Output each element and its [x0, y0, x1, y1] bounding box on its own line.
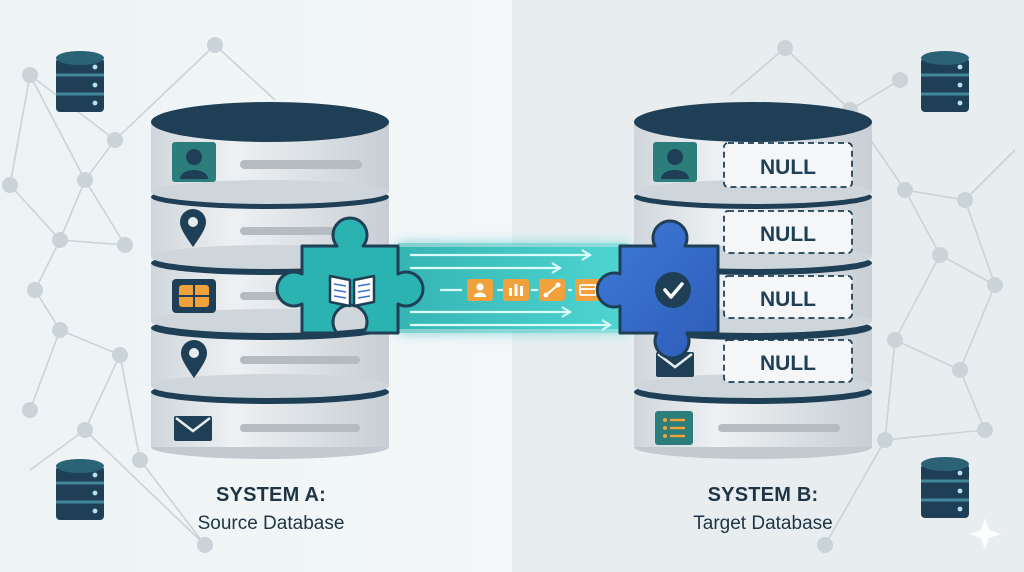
field-placeholder-bar [240, 424, 360, 432]
source-title: SYSTEM A: [216, 484, 326, 506]
list-icon [655, 411, 693, 445]
target-title: SYSTEM B: [707, 484, 819, 506]
transfer-bridge [398, 243, 628, 333]
database-icon [54, 49, 106, 114]
null-field [723, 339, 853, 383]
location-pin-icon [181, 340, 207, 378]
target-subtitle: Target Database [693, 513, 833, 534]
target-puzzle-piece [595, 219, 720, 360]
source-row-5 [151, 380, 389, 459]
source-subtitle: Source Database [197, 513, 345, 534]
checkmark-icon [655, 272, 691, 308]
null-value: NULL [760, 288, 816, 311]
null-field [723, 275, 853, 319]
null-field [723, 210, 853, 254]
field-placeholder-bar [718, 424, 840, 432]
database-icon [919, 49, 971, 114]
location-pin-icon [180, 209, 206, 247]
database-icon [54, 457, 106, 522]
null-field [723, 142, 853, 188]
bar-chart-icon [503, 279, 529, 301]
person-icon [467, 279, 493, 301]
person-icon [172, 142, 216, 182]
field-placeholder-bar [240, 356, 360, 364]
target-row-5 [634, 380, 872, 459]
database-icon [919, 455, 971, 520]
field-placeholder-bar [240, 160, 362, 169]
target-caption: SYSTEM B: Target Database [623, 484, 903, 535]
target-row-1: NULL [634, 102, 872, 204]
null-value: NULL [760, 223, 816, 246]
network-nodes-left [2, 37, 223, 553]
route-icon [539, 279, 565, 301]
null-value: NULL [760, 156, 816, 179]
sim-card-icon [172, 279, 216, 313]
person-icon [653, 142, 697, 182]
network-mesh-left [9, 44, 276, 546]
field-placeholder-bar [240, 227, 340, 235]
source-caption: SYSTEM A: Source Database [131, 484, 411, 535]
source-puzzle-piece [275, 216, 425, 335]
envelope-icon [174, 416, 212, 441]
sparkle-icon [969, 518, 1001, 550]
source-row-1 [151, 102, 389, 204]
open-book-icon [328, 274, 376, 308]
null-value: NULL [760, 352, 816, 375]
